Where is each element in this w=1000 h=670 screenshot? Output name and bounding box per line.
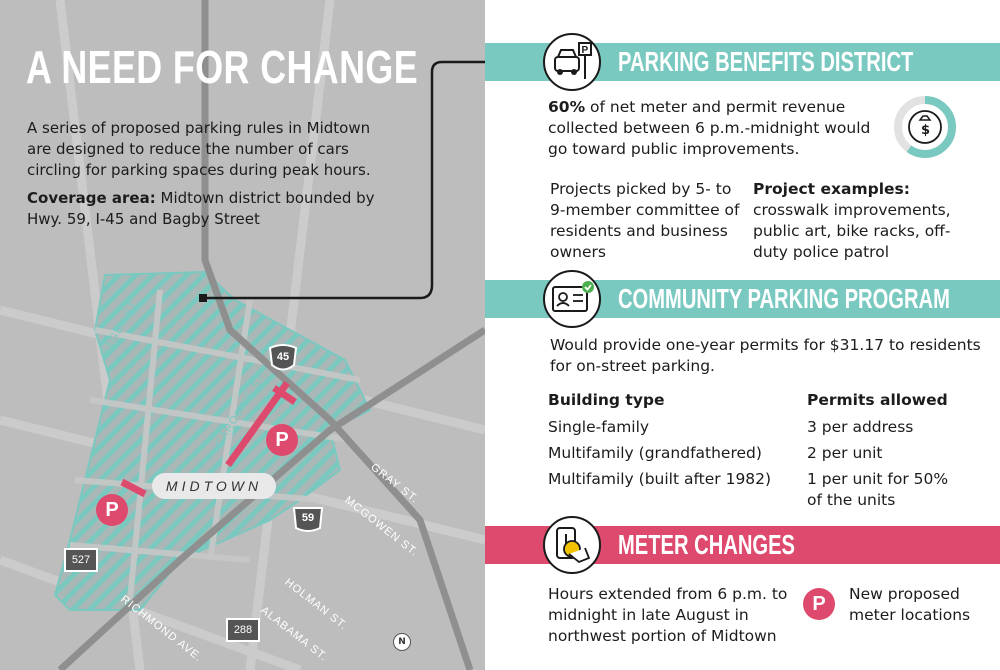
pbd-examples-label: Project examples: xyxy=(753,180,910,198)
i45-label: 45 xyxy=(276,351,290,363)
row-building: Multifamily (built after 1982) xyxy=(548,470,772,488)
north-arrow-icon: N xyxy=(393,633,411,651)
meter-legend-marker: P xyxy=(803,588,835,620)
connector-line xyxy=(203,60,485,300)
row-permits: 1 per unit for 50% of the units xyxy=(807,470,949,509)
pbd-lead-text: of net meter and permit revenue collecte… xyxy=(548,98,871,158)
row-building: Multifamily (grandfathered) xyxy=(548,444,762,462)
meter-legend-text: New proposed meter locations xyxy=(849,585,971,624)
map-panel: A NEED FOR CHANGE A series of proposed p… xyxy=(0,0,485,670)
meter-hours: Hours extended from 6 p.m. to midnight i… xyxy=(548,585,788,645)
svg-text:$: $ xyxy=(921,123,930,138)
pbd-examples: Project examples: crosswalk improvements,… xyxy=(753,179,968,263)
map-graphic xyxy=(0,0,485,670)
southwest-meter-segment xyxy=(120,478,147,498)
meter-marker-caroline: P xyxy=(266,424,298,456)
pbd-examples-text: crosswalk improvements, public art, bike… xyxy=(753,201,951,261)
us59-label: 59 xyxy=(301,512,315,524)
coverage-label: Coverage area: xyxy=(27,189,156,207)
row-building: Single-family xyxy=(548,418,650,436)
pbd-percent: 60% xyxy=(548,98,586,116)
caroline-meter-segment xyxy=(225,380,290,468)
midtown-label: MIDTOWN xyxy=(152,473,276,499)
revenue-donut-icon: $ xyxy=(894,96,956,158)
row-permits: 3 per address xyxy=(807,418,914,436)
route-527-label: 527 xyxy=(64,548,98,572)
meter-title: METER CHANGES xyxy=(618,529,795,560)
intro-text: A series of proposed parking rules in Mi… xyxy=(27,119,371,179)
coverage-text: Midtown district bounded by Hwy. 59, I-4… xyxy=(27,189,375,228)
pbd-title: PARKING BENEFITS DISTRICT xyxy=(618,46,914,77)
row-permits: 2 per unit xyxy=(807,444,883,462)
cpp-lead: Would provide one-year permits for $31.1… xyxy=(550,336,981,375)
coverage-area: Coverage area: Midtown district bounded … xyxy=(27,188,397,230)
pbd-lead: 60% of net meter and permit revenue coll… xyxy=(548,97,888,160)
pbd-projects: Projects picked by 5- to 9-member commit… xyxy=(550,180,740,261)
permit-card-icon xyxy=(543,270,601,328)
col-permits-allowed: Permits allowed xyxy=(807,391,948,409)
col-building-type: Building type xyxy=(548,391,665,409)
i45-shield-shape xyxy=(268,344,298,371)
page-title: A NEED FOR CHANGE xyxy=(26,41,419,93)
svg-text:P: P xyxy=(582,45,589,56)
meter-marker-southwest: P xyxy=(96,494,128,526)
route-288-label: 288 xyxy=(226,618,260,642)
cpp-title: COMMUNITY PARKING PROGRAM xyxy=(618,283,950,314)
parking-car-icon: P xyxy=(543,33,601,91)
coin-meter-icon xyxy=(543,516,601,574)
us59-shield-shape xyxy=(292,507,324,532)
